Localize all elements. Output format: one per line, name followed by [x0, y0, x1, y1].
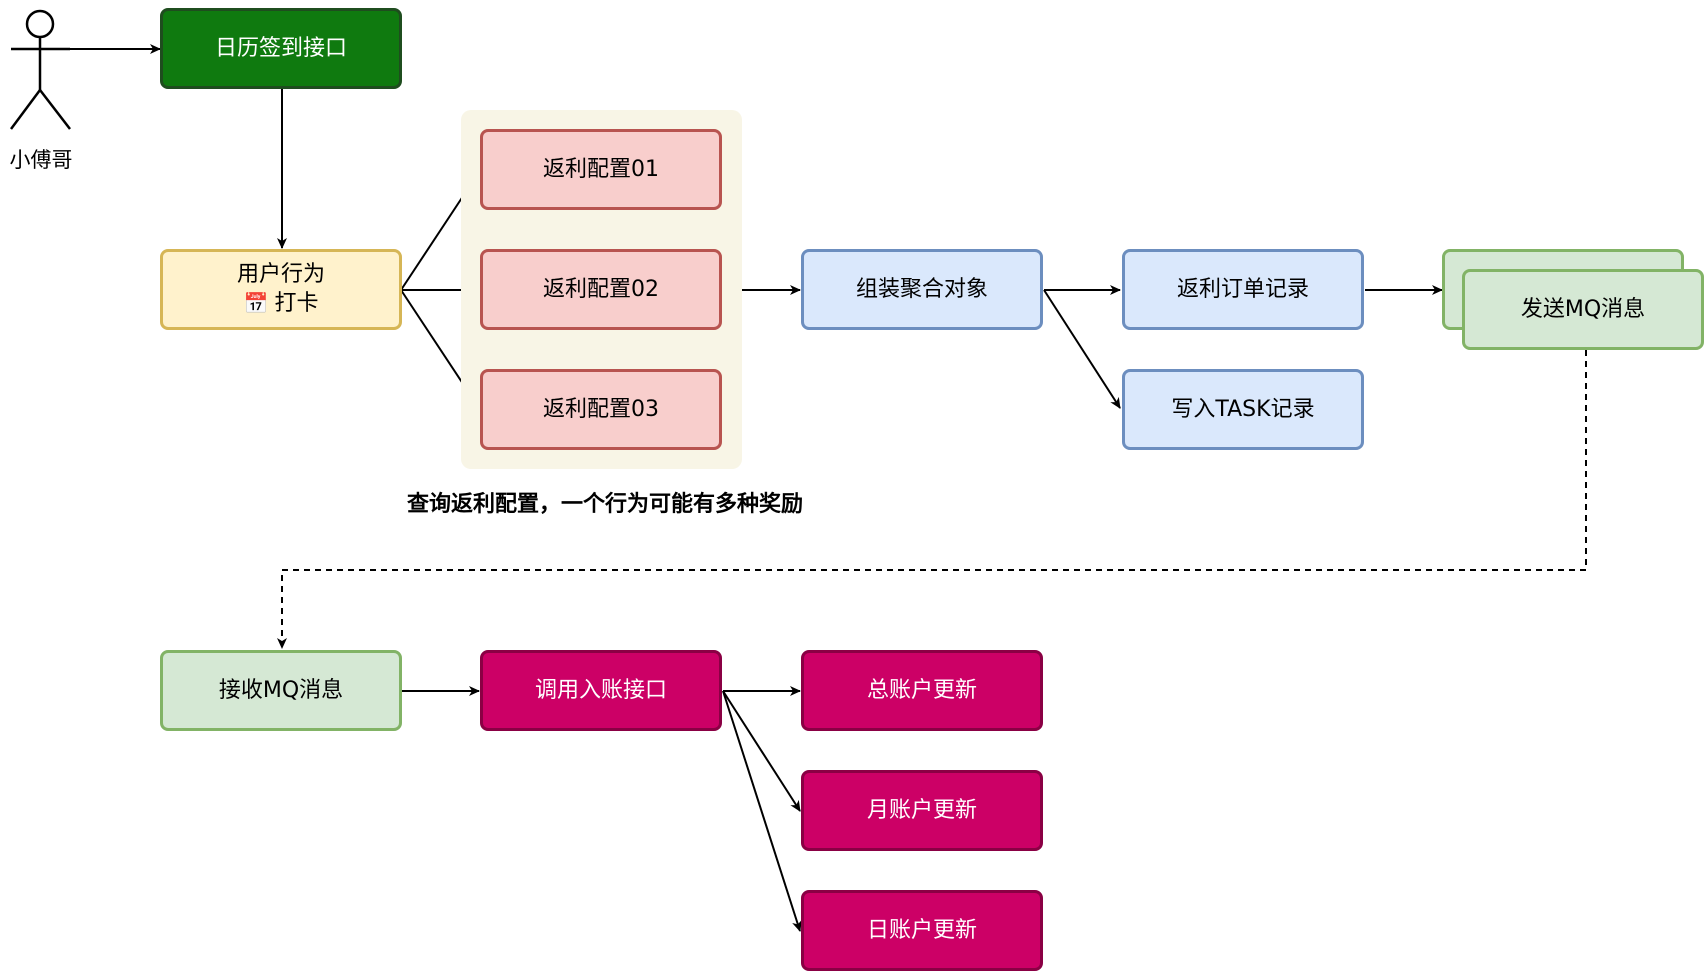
- send-mq-message-label: 发送MQ消息: [1520, 296, 1646, 322]
- call-credit-api[interactable]: 调用入账接口: [480, 650, 722, 731]
- send-mq-message[interactable]: 发送MQ消息: [1462, 269, 1704, 350]
- receive-mq-message-label: 接收MQ消息: [218, 677, 344, 703]
- rebate-order-record-label: 返利订单记录: [1176, 276, 1309, 302]
- write-task-record[interactable]: 写入TASK记录: [1122, 369, 1364, 450]
- rebate-config-03-label: 返利配置03: [543, 396, 659, 422]
- assemble-aggregate-label: 组装聚合对象: [855, 276, 988, 302]
- group-caption: 查询返利配置，一个行为可能有多种奖励: [406, 492, 803, 517]
- daily-account-update[interactable]: 日账户更新: [801, 890, 1043, 971]
- assemble-aggregate[interactable]: 组装聚合对象: [801, 249, 1043, 330]
- user-behavior-line2: 打卡: [274, 291, 319, 316]
- actor-figure: [9, 9, 71, 130]
- total-account-update[interactable]: 总账户更新: [801, 650, 1043, 731]
- monthly-account-update[interactable]: 月账户更新: [801, 770, 1043, 851]
- rebate-config-03[interactable]: 返利配置03: [480, 369, 722, 450]
- actor-label: 小傅哥: [9, 148, 73, 172]
- edge-call-to-daily: [722, 690, 802, 932]
- total-account-update-label: 总账户更新: [866, 677, 977, 703]
- write-task-record-label: 写入TASK记录: [1171, 396, 1315, 422]
- calendar-checkin-api[interactable]: 日历签到接口: [160, 8, 402, 89]
- calendar-checkin-api-label: 日历签到接口: [214, 35, 347, 61]
- edge-send-to-receive-dashed: [277, 350, 1587, 649]
- rebate-config-01[interactable]: 返利配置01: [480, 129, 722, 210]
- call-credit-api-label: 调用入账接口: [534, 677, 667, 703]
- monthly-account-update-label: 月账户更新: [866, 797, 977, 823]
- rebate-config-02[interactable]: 返利配置02: [480, 249, 722, 330]
- user-behavior-line1: 用户行为: [236, 262, 325, 287]
- rebate-config-01-label: 返利配置01: [543, 156, 659, 182]
- edge-call-to-monthly: [722, 690, 801, 812]
- calendar-icon: 📅: [243, 291, 269, 315]
- rebate-order-record[interactable]: 返利订单记录: [1122, 249, 1364, 330]
- edge-assemble-to-task: [1043, 289, 1121, 409]
- receive-mq-message[interactable]: 接收MQ消息: [160, 650, 402, 731]
- daily-account-update-label: 日账户更新: [866, 917, 977, 943]
- user-behavior-checkin[interactable]: 用户行为 📅打卡: [160, 249, 402, 330]
- rebate-config-02-label: 返利配置02: [543, 276, 659, 302]
- user-behavior-line2-row: 📅打卡: [244, 289, 319, 318]
